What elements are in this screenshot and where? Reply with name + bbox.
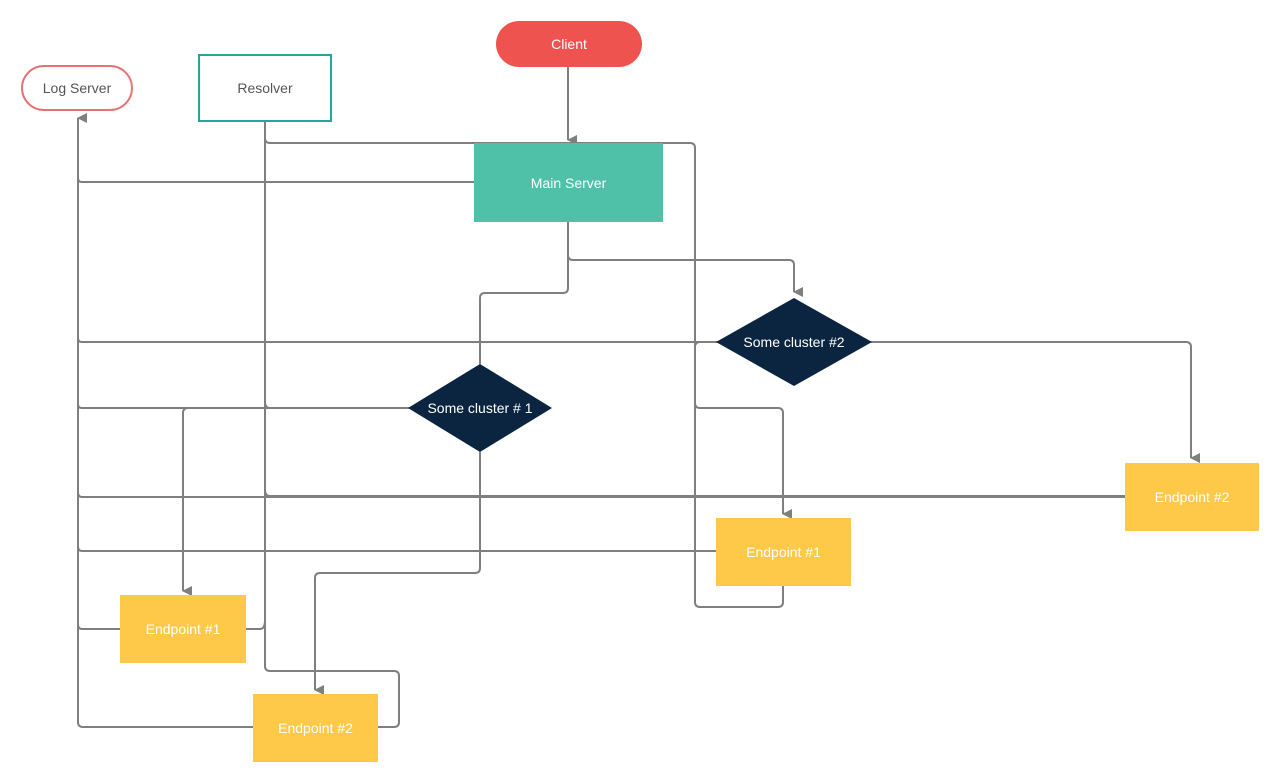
edge-resolver-down xyxy=(264,120,400,728)
endpoint1-left-node[interactable]: Endpoint #1 xyxy=(120,595,246,663)
resolver-node[interactable]: Resolver xyxy=(198,54,332,122)
endpoint1-right-label: Endpoint #1 xyxy=(746,544,821,560)
edge-ep1left-log xyxy=(77,623,121,630)
endpoint2-left-node[interactable]: Endpoint #2 xyxy=(253,694,378,762)
edge-main-cluster2 xyxy=(567,222,803,297)
main-server-label: Main Server xyxy=(530,174,607,191)
log-server-node[interactable]: Log Server xyxy=(21,65,133,111)
client-node[interactable]: Client xyxy=(496,21,642,67)
cluster1-label: Some cluster # 1 xyxy=(427,400,533,416)
edge-cluster1-ep2left xyxy=(314,452,481,695)
endpoint1-right-node[interactable]: Endpoint #1 xyxy=(716,518,851,586)
endpoint2-left-label: Endpoint #2 xyxy=(278,720,353,736)
log-server-label: Log Server xyxy=(42,80,112,96)
cluster2-diamond[interactable] xyxy=(716,298,872,386)
cluster1-diamond[interactable] xyxy=(408,364,552,452)
edge-ep2right-log xyxy=(77,491,1126,498)
edge-cluster1-ep1left xyxy=(182,407,410,596)
cluster2-label: Some cluster #2 xyxy=(743,334,845,350)
main-server-node[interactable]: Main Server xyxy=(474,143,663,222)
endpoint2-right-label: Endpoint #2 xyxy=(1154,489,1230,505)
edge-main-cluster1 xyxy=(479,222,569,364)
endpoint1-left-label: Endpoint #1 xyxy=(145,621,221,637)
edge-cluster2-ep2right xyxy=(870,341,1200,463)
edge-cluster2-log xyxy=(77,337,718,343)
edge-cluster2-ep1right xyxy=(694,341,792,519)
client-label: Client xyxy=(551,36,587,52)
edge-ep1right-log xyxy=(77,545,717,552)
endpoint2-right-node[interactable]: Endpoint #2 xyxy=(1125,463,1259,531)
edge-log-trunk xyxy=(77,178,254,728)
edge-resolver-ep1left xyxy=(246,619,266,630)
resolver-label: Resolver xyxy=(237,80,293,96)
